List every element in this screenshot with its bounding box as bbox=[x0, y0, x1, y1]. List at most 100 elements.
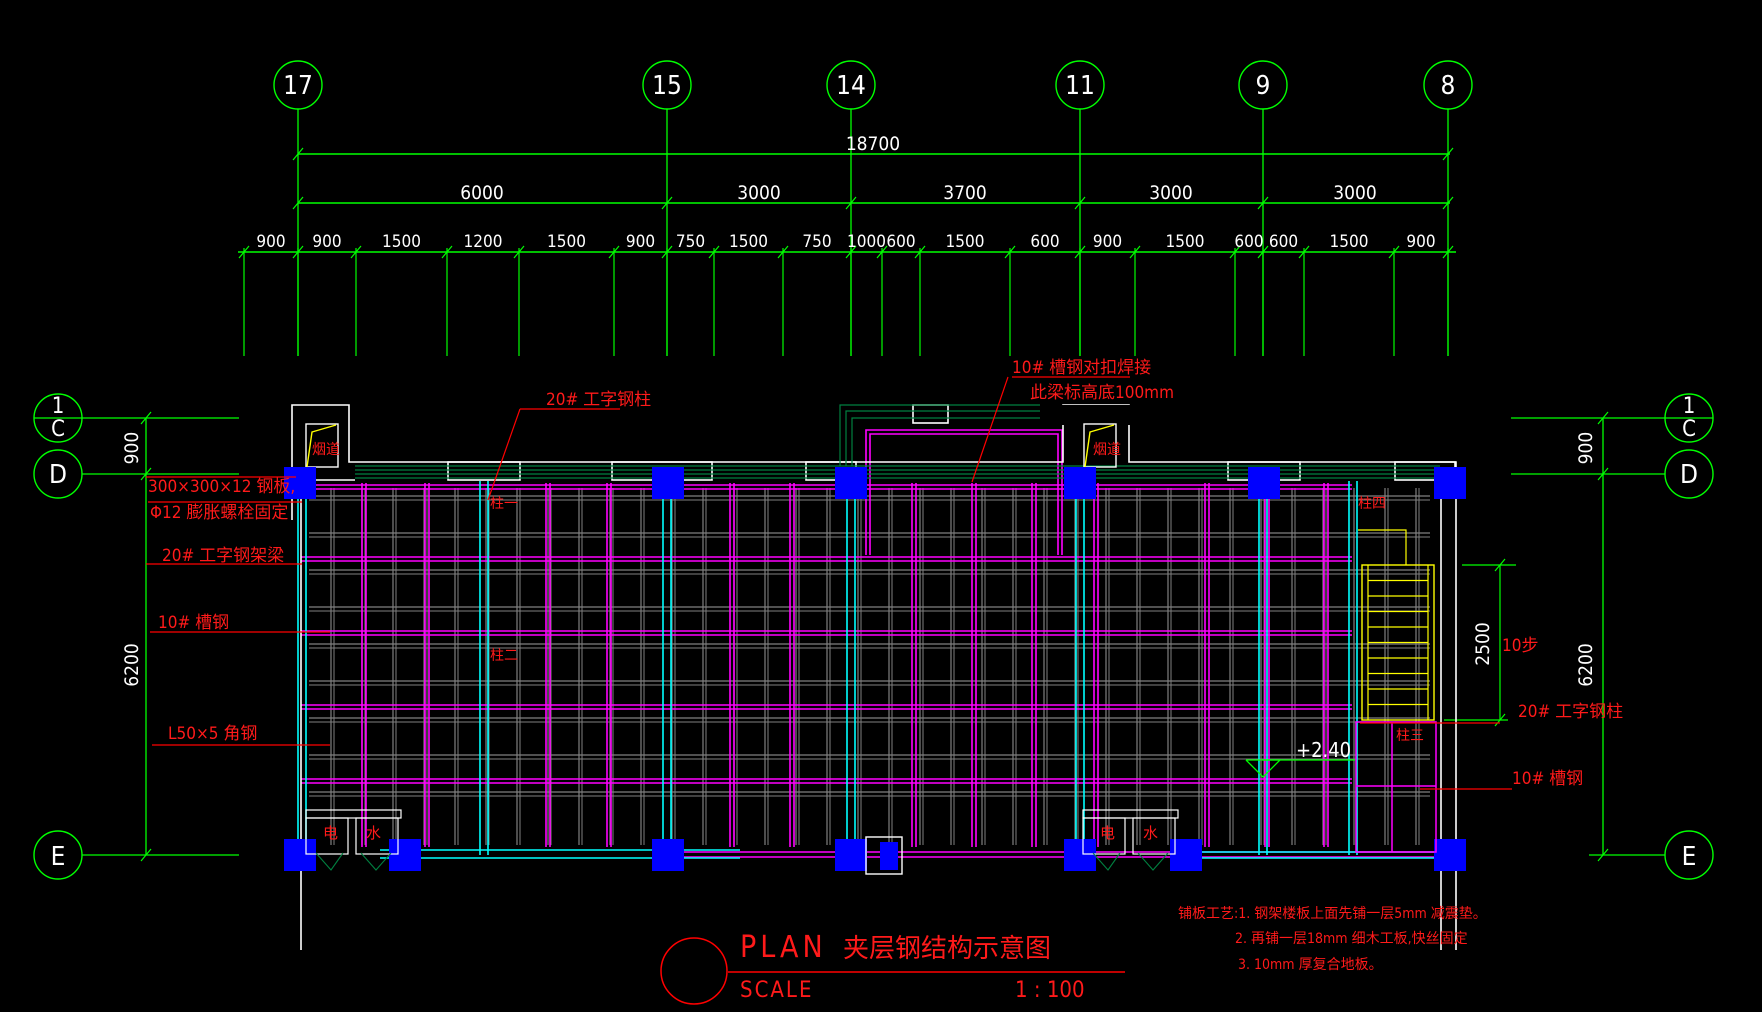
axis-label-17: 17 bbox=[283, 71, 313, 101]
wall-outline bbox=[300, 479, 355, 950]
label-column-20: 20# 工字钢柱 bbox=[546, 390, 651, 410]
dim-tick bbox=[1597, 467, 1609, 481]
label-water-right: 水 bbox=[1143, 824, 1158, 842]
dim-detail-7: 1500 bbox=[729, 232, 768, 252]
label-weld-1: 10# 槽钢对扣焊接 bbox=[1012, 358, 1151, 378]
dim-detail-15: 600 bbox=[1234, 232, 1263, 252]
dim-tick bbox=[1494, 558, 1506, 572]
wall-outline bbox=[291, 404, 1457, 950]
axis-label-11: 11 bbox=[1065, 71, 1095, 101]
base-plate bbox=[1434, 839, 1466, 871]
label-water-left: 水 bbox=[366, 824, 381, 842]
axis-label-1c-letter-right: C bbox=[1682, 417, 1696, 442]
utility-room-left-elec bbox=[305, 817, 349, 855]
base-plate bbox=[1064, 467, 1096, 499]
dim-bay-4: 3000 bbox=[1149, 182, 1193, 204]
label-chimney-left: 烟道 bbox=[312, 442, 340, 458]
label-elec-left: 电 bbox=[323, 824, 338, 842]
axis-label-8: 8 bbox=[1441, 71, 1456, 101]
door-swing bbox=[1092, 852, 1121, 871]
label-channel-10-right: 10# 槽钢 bbox=[1512, 769, 1583, 789]
base-plate bbox=[1434, 467, 1466, 499]
dim-detail-1: 900 bbox=[312, 232, 341, 252]
label-plate-line1: 300×300×12 钢板, bbox=[148, 477, 295, 497]
label-col-1: 柱一 bbox=[490, 496, 518, 512]
dim-detail-9: 1000 bbox=[847, 232, 886, 252]
label-chimney-right: 烟道 bbox=[1093, 442, 1121, 458]
axis-label-e-right: E bbox=[1682, 842, 1697, 872]
base-plate bbox=[389, 839, 421, 871]
dim-tick bbox=[140, 848, 152, 862]
axis-label-15: 15 bbox=[652, 71, 682, 101]
dim-bay-1: 6000 bbox=[460, 182, 504, 204]
dim-detail-11: 1500 bbox=[946, 232, 985, 252]
wall-gap bbox=[1040, 405, 1130, 425]
door-swing bbox=[315, 852, 344, 871]
chimney-right-box bbox=[1083, 423, 1117, 468]
leader-line-diagonal bbox=[971, 376, 1009, 483]
dim-total: 18700 bbox=[846, 133, 900, 155]
wall-green-line bbox=[851, 417, 1040, 466]
base-plate bbox=[284, 839, 316, 871]
label-plate-line2: Φ12 膨胀螺栓固定 bbox=[150, 503, 288, 523]
label-col-2: 柱二 bbox=[490, 648, 518, 664]
dim-detail-6: 750 bbox=[676, 232, 705, 252]
axis-label-1c-num-right: 1 bbox=[1683, 394, 1696, 419]
base-plate-small bbox=[880, 842, 898, 870]
label-channel-10: 10# 槽钢 bbox=[158, 613, 229, 633]
window-opening bbox=[912, 404, 949, 424]
elevation-mark: +2.40 bbox=[1296, 738, 1351, 762]
axis-label-1c-letter-left: C bbox=[51, 417, 65, 442]
dim-detail-17: 1500 bbox=[1330, 232, 1369, 252]
stair-landing bbox=[1355, 721, 1437, 853]
dim-tick bbox=[140, 411, 152, 425]
base-plate bbox=[835, 467, 867, 499]
label-col-3: 柱三 bbox=[1396, 728, 1424, 744]
wall-green-line bbox=[839, 404, 1040, 466]
utility-room-left-water bbox=[355, 817, 399, 855]
dim-detail-3: 1200 bbox=[464, 232, 503, 252]
dim-tick bbox=[292, 196, 304, 210]
utility-room-left-hatch bbox=[305, 809, 402, 819]
label-steps: 10步 bbox=[1502, 636, 1538, 656]
chimney-left-box bbox=[305, 423, 339, 468]
base-plate bbox=[1064, 839, 1096, 871]
dim-detail-2: 1500 bbox=[382, 232, 421, 252]
dim-bay-5: 3000 bbox=[1333, 182, 1377, 204]
axis-label-14: 14 bbox=[836, 71, 866, 101]
axis-grid bbox=[33, 60, 1714, 880]
window-opening bbox=[447, 461, 521, 481]
dim-tick bbox=[1494, 713, 1506, 727]
label-angle: L50×5 角钢 bbox=[168, 724, 257, 744]
annotation-layer: 17 15 14 11 9 8 1 C D E 1 C D E 18700 60… bbox=[49, 71, 1698, 1005]
raised-bay-outline bbox=[869, 433, 1059, 555]
scale-value: 1 : 100 bbox=[1015, 978, 1085, 1003]
note-line-3: 3. 10mm 厚复合地板。 bbox=[1238, 956, 1383, 973]
dim-detail-16: 600 bbox=[1269, 232, 1298, 252]
chimney-right-flue bbox=[1084, 424, 1115, 468]
dim-right-900: 900 bbox=[1575, 432, 1597, 465]
door-swing bbox=[360, 852, 392, 871]
elevation-symbol bbox=[1245, 759, 1282, 778]
note-line-1: 铺板工艺:1. 钢架楼板上面先铺一层5mm 减震垫。 bbox=[1178, 906, 1487, 922]
dim-detail-10: 600 bbox=[886, 232, 915, 252]
dim-tick bbox=[845, 196, 857, 210]
label-elec-right: 电 bbox=[1100, 824, 1115, 842]
dim-detail-12: 600 bbox=[1030, 232, 1059, 252]
dim-detail-4: 1500 bbox=[547, 232, 586, 252]
axis-label-e-left: E bbox=[51, 842, 66, 872]
dim-tick bbox=[140, 467, 152, 481]
leader-line-diagonal bbox=[487, 408, 521, 501]
base-plate bbox=[652, 467, 684, 499]
dim-tick bbox=[1597, 848, 1609, 862]
title-plan: PLAN bbox=[740, 930, 827, 965]
dim-stair-2500: 2500 bbox=[1472, 622, 1494, 666]
dim-detail-13: 900 bbox=[1093, 232, 1122, 252]
chimney-left-flue bbox=[306, 424, 337, 468]
dim-bay-2: 3000 bbox=[737, 182, 781, 204]
dim-detail-8: 750 bbox=[802, 232, 831, 252]
dim-tick bbox=[1597, 411, 1609, 425]
utility-room-right-water bbox=[1132, 817, 1176, 855]
